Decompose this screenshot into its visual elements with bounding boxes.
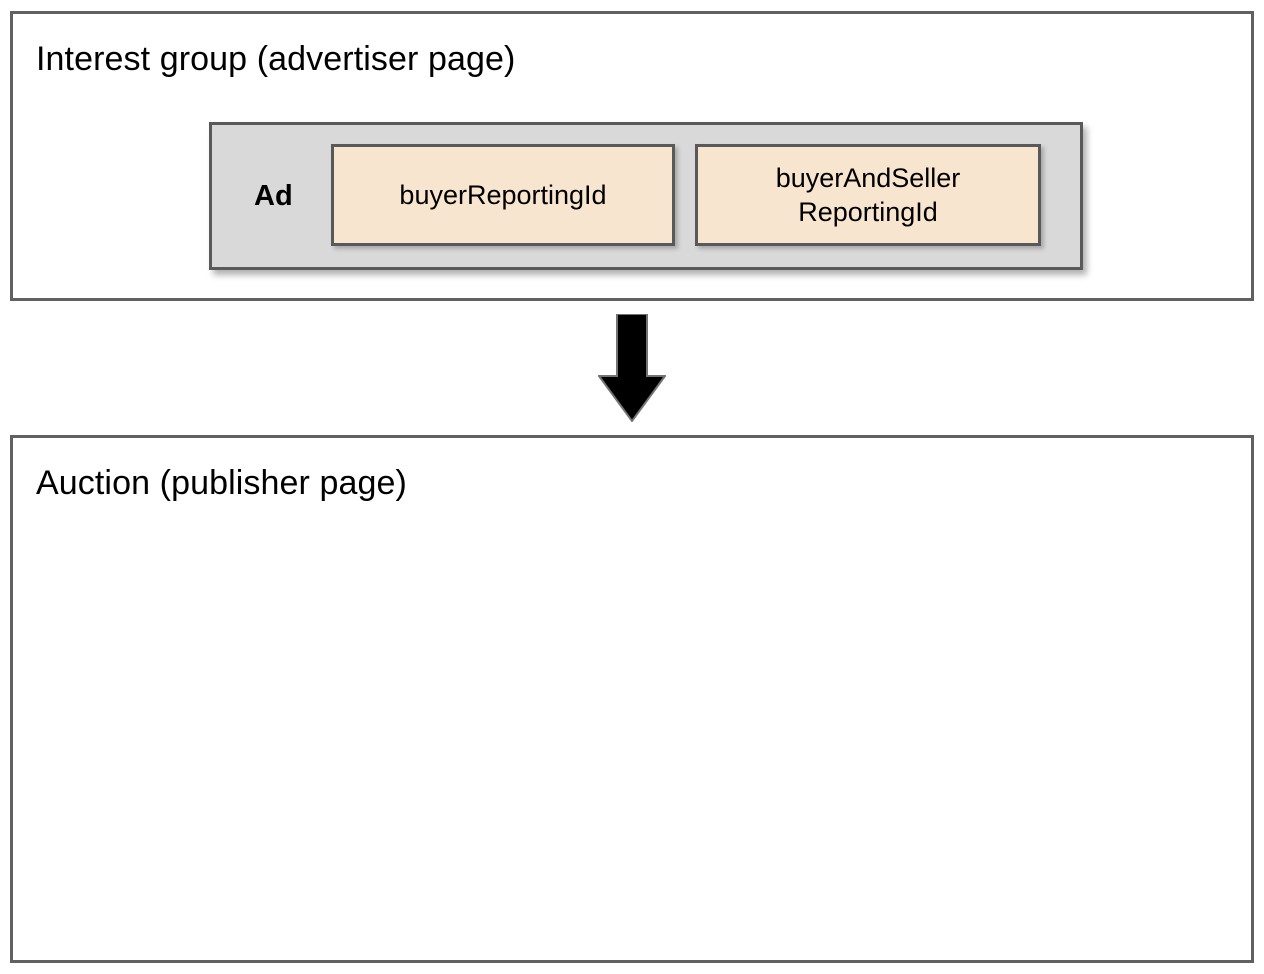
ad-buyer-reporting-id-label: buyerReportingId [399,180,607,210]
auction-section: Auction (publisher page) reportResult() … [10,435,1254,963]
interest-group-section: Interest group (advertiser page) Ad buye… [10,11,1254,301]
auction-title: Auction (publisher page) [36,464,407,502]
down-arrow-icon [598,314,666,422]
ad-label: Ad [254,179,293,212]
ad-buyer-and-seller-reporting-id-label: buyerAndSeller ReportingId [775,163,961,227]
ad-buyer-reporting-id-box: buyerReportingId [331,144,675,246]
ad-buyer-and-seller-reporting-id-box: buyerAndSeller ReportingId [695,144,1041,246]
interest-group-title: Interest group (advertiser page) [36,40,516,78]
